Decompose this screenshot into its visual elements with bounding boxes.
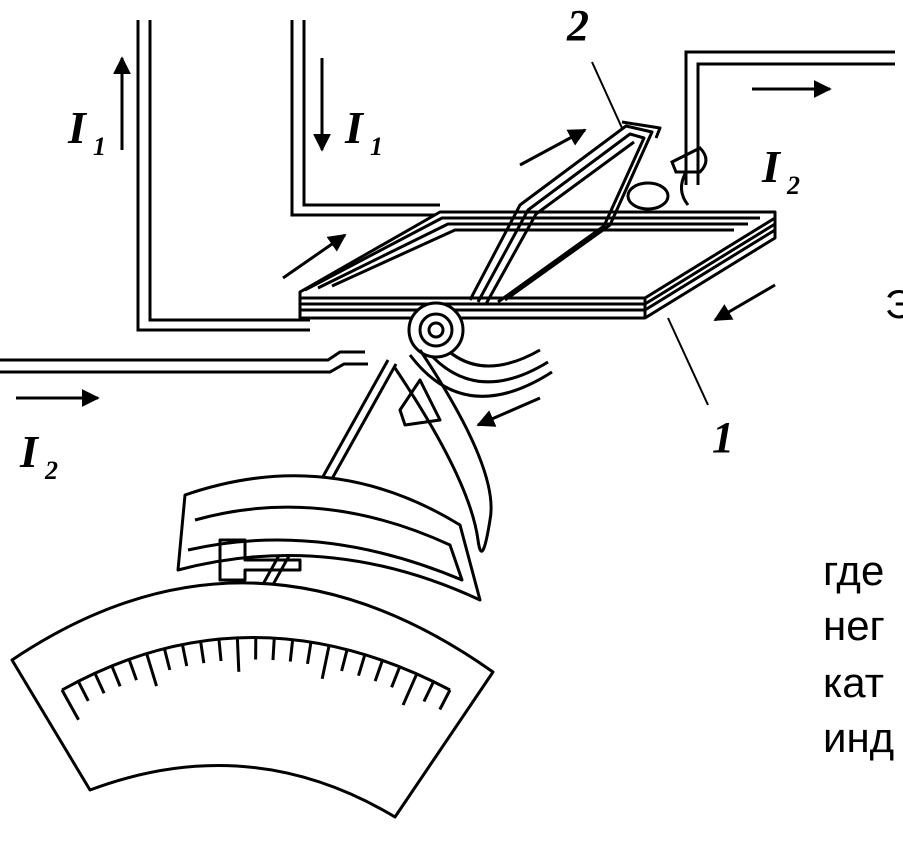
label-moving-coil-2: 2 bbox=[566, 1, 589, 50]
edge-fragment-letter: Э bbox=[885, 283, 903, 327]
svg-text:1: 1 bbox=[370, 132, 383, 161]
label-i1-left: I 1 bbox=[67, 102, 106, 161]
spring-hook bbox=[672, 148, 706, 205]
scale-tick bbox=[237, 638, 238, 672]
damper-sector bbox=[178, 476, 480, 600]
svg-text:I: I bbox=[19, 426, 40, 477]
scale-arc bbox=[12, 583, 493, 817]
edge-text-line: кат bbox=[823, 659, 884, 706]
label-i2-right: I 2 bbox=[761, 141, 800, 200]
scale-tick bbox=[219, 639, 221, 661]
svg-text:1: 1 bbox=[93, 132, 106, 161]
svg-text:I: I bbox=[344, 102, 365, 153]
svg-text:I: I bbox=[67, 102, 88, 153]
label-i2-left: I 2 bbox=[19, 426, 58, 485]
edge-text-line: инд bbox=[823, 714, 894, 761]
svg-text:2: 2 bbox=[786, 171, 800, 200]
leader-line-coil-1 bbox=[668, 318, 708, 405]
svg-text:I: I bbox=[761, 141, 782, 192]
arrow-left-icon bbox=[478, 398, 540, 425]
lead-wire-i1-right bbox=[292, 20, 440, 215]
lead-wire-i2-bottom bbox=[0, 352, 368, 372]
lead-wire-i2-top bbox=[686, 52, 895, 185]
edge-text-line: где bbox=[823, 547, 884, 594]
arrow-left-icon bbox=[715, 285, 775, 320]
edge-text-lines: где нег кат инд bbox=[823, 547, 894, 761]
arrow-right-icon bbox=[520, 130, 585, 165]
edge-text-line: нег bbox=[823, 602, 885, 649]
scale-tick bbox=[273, 638, 274, 660]
label-i1-right: I 1 bbox=[344, 102, 383, 161]
svg-text:2: 2 bbox=[44, 456, 58, 485]
fixed-coil-1 bbox=[300, 212, 775, 318]
leader-line-coil-2 bbox=[592, 62, 622, 128]
axle bbox=[409, 303, 463, 357]
lead-wire-i1-left bbox=[138, 20, 310, 330]
label-fixed-coil-1: 1 bbox=[712, 413, 734, 462]
